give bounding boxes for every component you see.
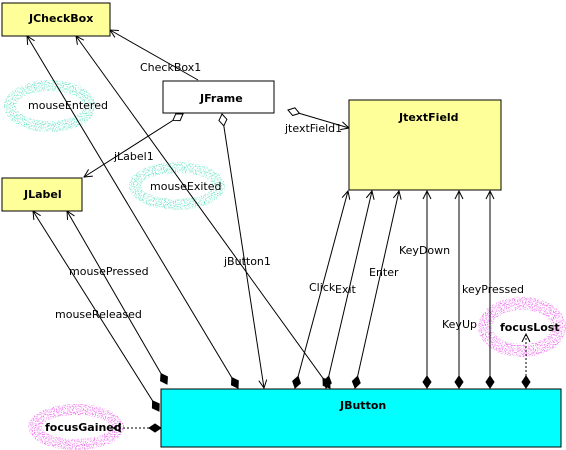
jtextfield-title: JtextField xyxy=(398,111,459,124)
label-jtextfield1: jtextField1 xyxy=(284,122,342,135)
label-key-up: KeyUp xyxy=(442,318,477,331)
label-click: Click xyxy=(309,281,336,294)
node-jbutton: JButton xyxy=(160,388,562,448)
edge-mouse-released xyxy=(33,211,159,411)
edge-labels: CheckBox1 jtextField1 jLabel1 jButton1 m… xyxy=(55,61,524,331)
edge-mouse-pressed xyxy=(67,211,167,384)
label-mouse-released: mouseReleased xyxy=(55,308,142,321)
jframe-title: JFrame xyxy=(199,92,243,105)
label-enter: Enter xyxy=(369,266,399,279)
edge-jframe-jbutton1 xyxy=(222,114,264,388)
label-jlabel1: jLabel1 xyxy=(113,150,154,163)
focus-gained-label: focusGained xyxy=(45,421,122,434)
mouse-entered-blob: mouseEntered xyxy=(4,80,108,132)
focus-gained-blob: focusGained xyxy=(28,404,124,450)
label-mouse-pressed: mousePressed xyxy=(69,265,149,278)
edges xyxy=(27,30,526,428)
label-checkbox1: CheckBox1 xyxy=(140,61,201,74)
mouse-exited-blob: mouseExited xyxy=(129,162,225,210)
jlabel-title: JLabel xyxy=(23,188,62,201)
mouse-entered-label: mouseEntered xyxy=(28,99,108,112)
label-key-pressed: keyPressed xyxy=(462,283,524,296)
edge-enter xyxy=(355,191,399,388)
node-jtextfield: JtextField xyxy=(348,99,502,191)
node-jcheckbox: JCheckBox xyxy=(1,2,111,37)
focus-lost-label: focusLost xyxy=(500,321,560,334)
node-jframe: JFrame xyxy=(162,80,275,114)
label-key-down: KeyDown xyxy=(399,244,450,257)
focus-lost-blob: focusLost xyxy=(478,297,566,357)
node-jlabel: JLabel xyxy=(1,177,83,212)
label-exit: Exit xyxy=(335,283,357,296)
label-jbutton1: jButton1 xyxy=(223,255,271,268)
jbutton-title: JButton xyxy=(339,399,386,412)
mouse-exited-label: mouseExited xyxy=(150,180,222,193)
edge-jbutton-jcheckbox-b xyxy=(76,36,330,388)
jcheckbox-title: JCheckBox xyxy=(28,12,93,25)
